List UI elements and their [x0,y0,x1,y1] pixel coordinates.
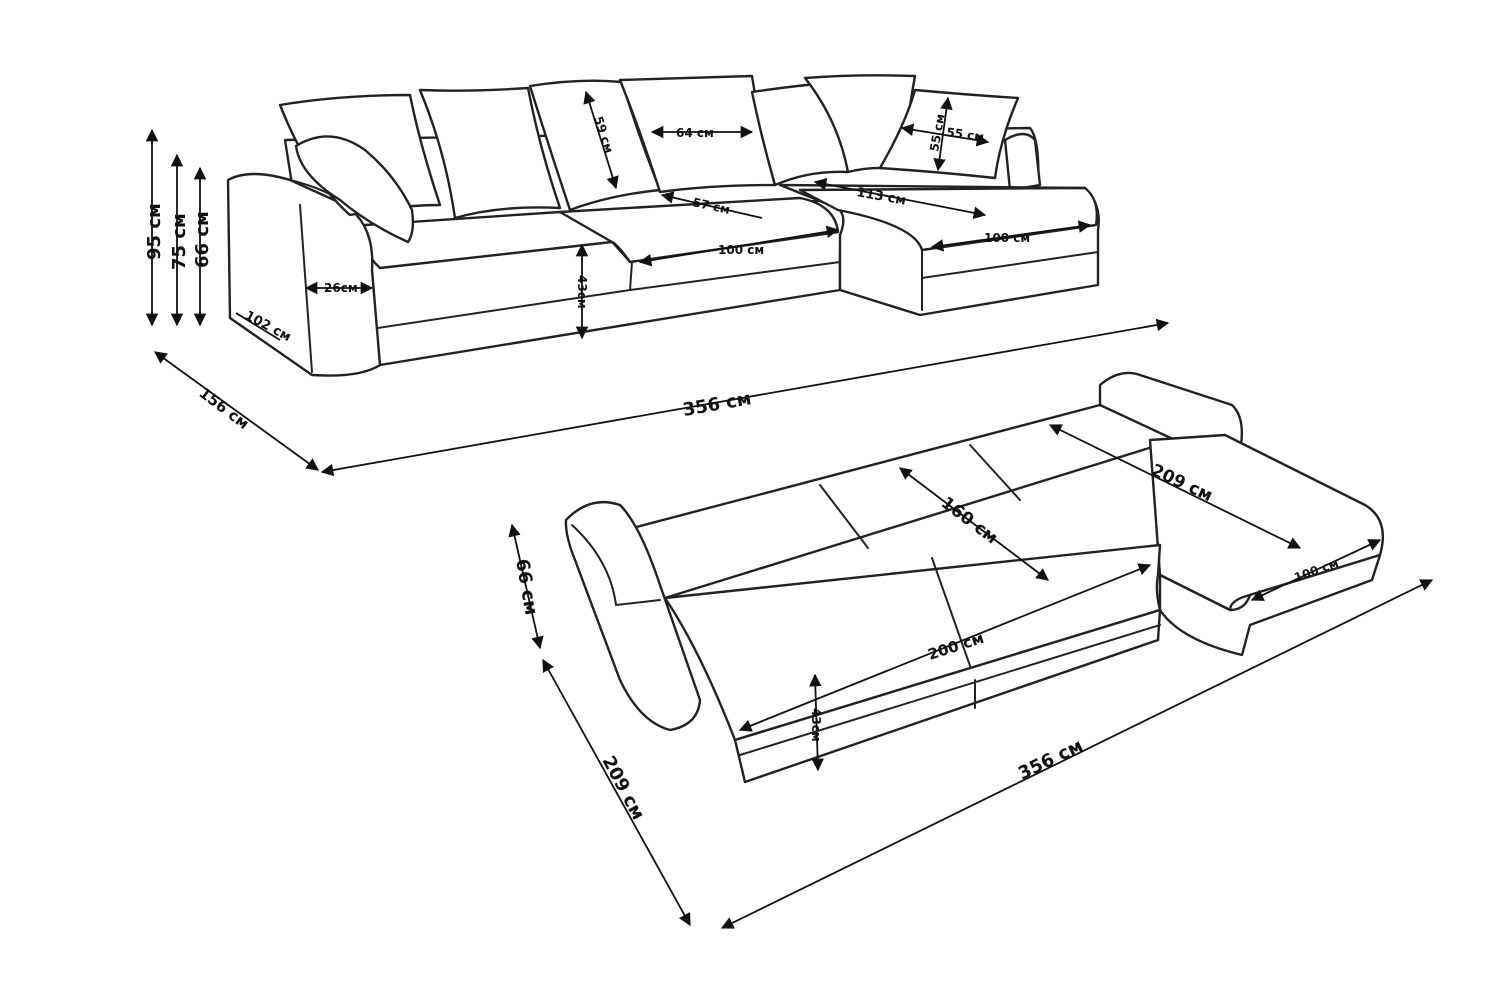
dim-height-back: 75 см [169,213,190,270]
dim-depth: 156 см [196,384,253,433]
dim-small-pillow-width: 55 см [946,125,985,144]
back-pillow-2 [418,86,562,220]
dim-seat-width-left: 100 см [718,243,764,257]
dim-height-arm: 66 см [192,211,213,268]
throw-pillow [294,135,415,244]
dim-lower-height-arm: 66 см [511,557,542,616]
dim-seat-height-upper: 43см [575,275,589,309]
dim-lower-depth: 209 см [598,752,649,823]
sofa-upper-view: 95 см 75 см 66 см 156 см 102 см 26см 43с… [144,74,1170,477]
right-armrest [1003,132,1042,192]
dim-total-length-lower: 356 см [1015,735,1086,784]
dim-seat-width-right: 100 см [984,231,1030,245]
dim-arm-width: 26см [324,281,358,295]
dim-total-length-upper: 356 см [681,388,753,421]
dim-lower-seat-height: 43см [809,708,823,742]
sofa-lower-view: 66 см 209 см 160 см 200 см 209 см 100 см… [508,371,1434,929]
dim-pillow-width: 64 см [676,126,714,140]
dim-height-total: 95 см [144,203,165,260]
dim-small-pillow-height: 55 см [927,113,947,153]
